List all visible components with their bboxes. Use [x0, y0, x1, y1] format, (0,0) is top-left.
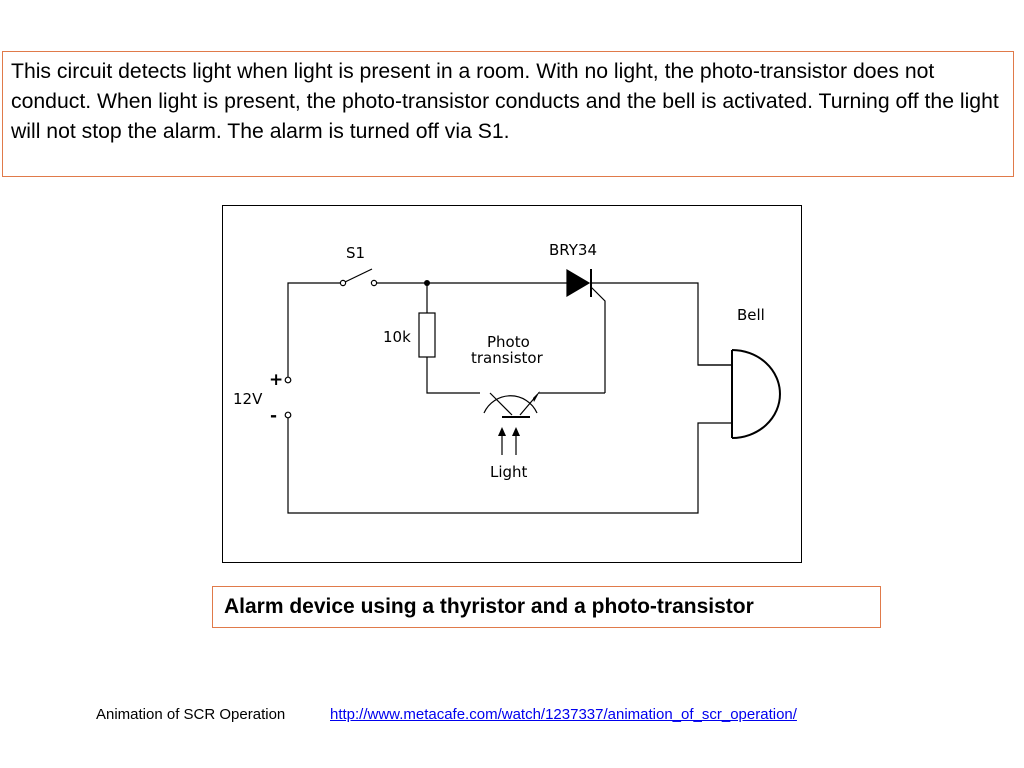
label-phototransistor-line2: transistor: [471, 349, 544, 367]
wire-bottom: [287, 418, 732, 514]
terminal-minus: [284, 411, 292, 419]
footer-label: Animation of SCR Operation: [96, 706, 286, 723]
wire-resistor-to-transistor: [426, 357, 480, 394]
label-bell: Bell: [737, 306, 765, 324]
description-text: This circuit detects light when light is…: [11, 60, 999, 143]
wire-gate: [590, 286, 606, 393]
switch-contact-right: [370, 279, 378, 287]
terminal-plus: [284, 376, 292, 384]
switch-contact-left: [339, 279, 347, 287]
label-supply-voltage: 12V: [233, 390, 263, 408]
wire-top-right: [592, 282, 732, 366]
resistor-10k: [418, 312, 436, 358]
footer-link[interactable]: http://www.metacafe.com/watch/1237337/an…: [330, 706, 797, 723]
light-arrowhead-left: [498, 427, 506, 436]
bell-dome: [731, 349, 781, 439]
label-resistor: 10k: [383, 328, 411, 346]
label-switch: S1: [346, 244, 365, 262]
label-phototransistor-line1: Photo: [487, 333, 530, 351]
emitter-arrowhead: [533, 391, 540, 402]
description-box: This circuit detects light when light is…: [2, 51, 1014, 177]
wire-left-top: [287, 282, 340, 377]
label-minus: -: [270, 406, 277, 426]
phototransistor-collector: [489, 392, 513, 416]
label-light: Light: [490, 463, 528, 481]
circuit-svg: S1 BRY34 Bell 10k Photo transistor 12V L…: [233, 241, 781, 514]
caption-text: Alarm device using a thyristor and a pho…: [224, 595, 754, 618]
label-plus: +: [269, 370, 283, 390]
switch-lever: [344, 268, 373, 283]
label-thyristor: BRY34: [549, 241, 597, 259]
phototransistor-body: [483, 395, 538, 414]
light-arrowhead-right: [512, 427, 520, 436]
thyristor-symbol: [566, 268, 591, 298]
circuit-diagram: S1 BRY34 Bell 10k Photo transistor 12V L…: [222, 205, 802, 563]
junction-dot: [424, 280, 430, 286]
caption-box: Alarm device using a thyristor and a pho…: [212, 586, 881, 628]
